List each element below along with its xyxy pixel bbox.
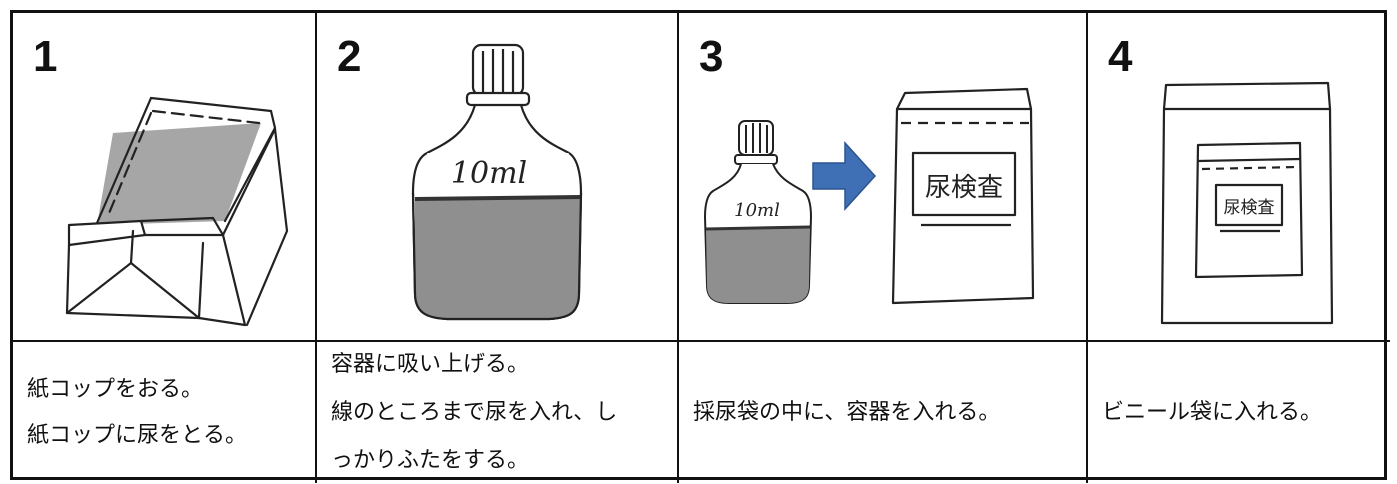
step-1-caption-cell: 紙コップをおる。 紙コップに尿をとる。 [13, 342, 317, 483]
step-3-number: 3 [699, 32, 724, 81]
step-4-image-cell: 4 尿検査 [1088, 13, 1390, 342]
step-2-number: 2 [337, 32, 362, 81]
step-2-caption-cell: 容器に吸い上げる。 線のところまで尿を入れ、し っかりふたをする。 [317, 342, 679, 483]
step-4-caption-cell: ビニール袋に入れる。 [1088, 342, 1390, 483]
instruction-table: 1 [10, 10, 1390, 483]
bottle-illustration: 10ml [411, 43, 583, 321]
bag-label: 尿検査 [925, 173, 1003, 203]
bag-in-plastic-bag-illustration: 尿検査 [1160, 81, 1334, 325]
folded-paper-cup-illustration [65, 96, 289, 327]
step-2-caption-line: 容器に吸い上げる。 [331, 351, 530, 377]
step-2-caption-line: っかりふたをする。 [331, 447, 530, 473]
step-3-image-cell: 3 10ml 尿検査 [679, 13, 1088, 342]
step-2-caption-line: 線のところまで尿を入れ、し [331, 399, 618, 425]
step-1-caption: 紙コップをおる。 紙コップに尿をとる。 [27, 342, 309, 483]
step-2-image-cell: 2 10ml [317, 13, 679, 342]
step-3-caption-cell: 採尿袋の中に、容器を入れる。 [679, 342, 1088, 483]
step-4-caption-line: ビニール袋に入れる。 [1102, 399, 1323, 425]
step-2-caption: 容器に吸い上げる。 線のところまで尿を入れ、し っかりふたをする。 [331, 342, 671, 483]
step-4-caption: ビニール袋に入れる。 [1102, 342, 1384, 483]
step-1-number: 1 [33, 32, 58, 81]
inner-bag-label: 尿検査 [1224, 198, 1275, 218]
step-1-caption-line: 紙コップをおる。 [27, 376, 204, 402]
step-3-caption: 採尿袋の中に、容器を入れる。 [693, 342, 1080, 483]
small-bottle-volume-label: 10ml [734, 200, 780, 221]
bottle-into-bag-illustration: 10ml 尿検査 [704, 87, 1035, 305]
right-arrow-icon [812, 141, 877, 211]
step-4-number: 4 [1108, 32, 1133, 81]
step-1-image-cell: 1 [13, 13, 317, 342]
step-1-caption-line: 紙コップに尿をとる。 [27, 422, 248, 448]
step-3-caption-line: 採尿袋の中に、容器を入れる。 [693, 399, 1001, 425]
bottle-volume-label: 10ml [451, 156, 527, 191]
